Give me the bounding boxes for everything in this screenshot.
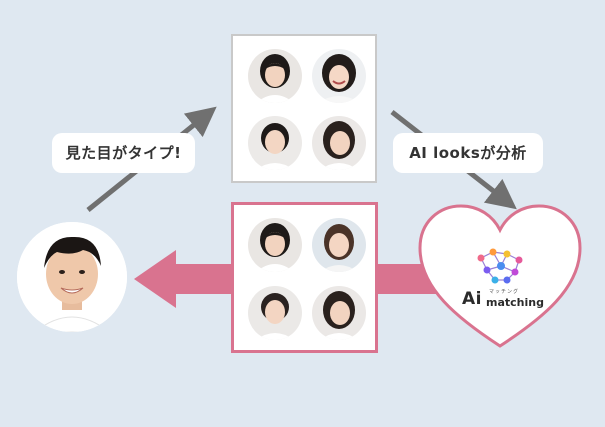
man-face-icon (17, 222, 127, 332)
woman-face-icon (312, 286, 366, 340)
candidate-photos-panel (231, 34, 377, 183)
logo-wordmark: matching (486, 296, 544, 309)
woman-face-icon (312, 218, 366, 272)
woman-face-icon (312, 116, 366, 170)
woman-face-icon (248, 286, 302, 340)
network-brain-icon (477, 248, 523, 284)
ai-analysis-bubble: AI looksが分析 (393, 133, 543, 173)
woman-face-icon (248, 116, 302, 170)
woman-face-icon (312, 49, 366, 103)
heart-shape (418, 204, 582, 348)
logo-kana: マッチング (489, 289, 520, 295)
logo-mark: Ai (462, 289, 482, 309)
woman-face-icon (248, 218, 302, 272)
woman-face-icon (248, 49, 302, 103)
looks-type-bubble: 見た目がタイプ! (52, 133, 195, 173)
matched-photos-panel (231, 202, 378, 353)
